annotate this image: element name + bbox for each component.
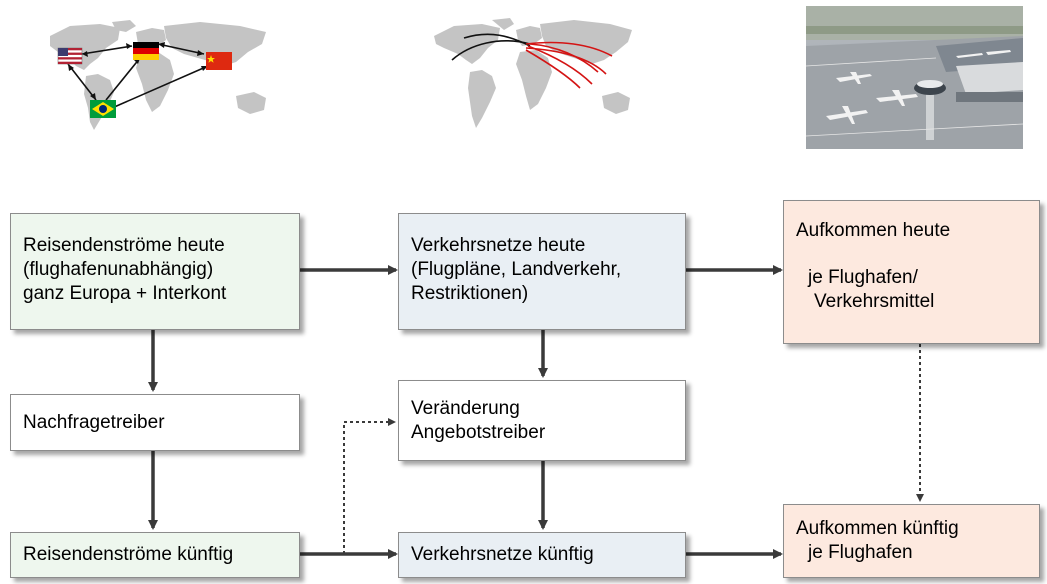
world-map-routes-image [430, 16, 640, 136]
box-verkehrsnetze-heute: Verkehrsnetze heute (Flugpläne, Landverk… [398, 213, 686, 330]
box-nachfragetreiber: Nachfragetreiber [10, 394, 300, 451]
aufkommen-heute-line-2: je Flughafen/ [808, 267, 918, 288]
reisende-heute-line-2: (flughafenunabhängig) [23, 259, 214, 280]
aufkommen-kuenftig-line-2: je Flughafen [808, 542, 913, 563]
aufkommen-heute-line-1: Aufkommen heute [796, 220, 951, 241]
box-verkehrsnetze-kuenftig: Verkehrsnetze künftig [398, 532, 686, 578]
world-map-flags-image [40, 18, 285, 138]
world-map-routes-icon [434, 18, 632, 128]
box-aufkommen-heute: Aufkommen heute je Flughafen/ Verkehrsmi… [783, 200, 1040, 344]
brazil-flag-icon [90, 100, 116, 118]
box-reisendenstroeme-heute: Reisendenströme heute (flughafenunabhäng… [10, 213, 300, 330]
airport-aerial-photo-icon [805, 6, 1024, 149]
aufkommen-kuenftig-line-1: Aufkommen künftig [796, 518, 959, 539]
netze-heute-line-2: (Flugpläne, Landverkehr, [411, 259, 622, 280]
nachfragetreiber-label: Nachfragetreiber [23, 411, 165, 433]
netze-heute-line-1: Verkehrsnetze heute [411, 235, 586, 256]
box-aufkommen-kuenftig: Aufkommen künftig je Flughafen [783, 504, 1040, 578]
dotted-arrow-to-veraenderung [343, 418, 396, 554]
netze-kuenftig-label: Verkehrsnetze künftig [411, 544, 594, 565]
germany-flag-icon [133, 42, 159, 60]
usa-flag-icon [57, 47, 83, 65]
box-veraenderung-angebotstreiber: Veränderung Angebotstreiber [398, 380, 686, 461]
airport-aerial-photo [805, 6, 1024, 149]
box-reisendenstroeme-kuenftig: Reisendenströme künftig [10, 532, 300, 578]
china-flag-icon [206, 52, 232, 70]
world-map-flags-icon [50, 20, 266, 130]
reisende-heute-line-3: ganz Europa + Interkont [23, 283, 227, 304]
aufkommen-heute-line-3: Verkehrsmittel [814, 291, 935, 312]
netze-heute-line-3: Restriktionen) [411, 283, 529, 304]
reisende-heute-line-1: Reisendenströme heute [23, 235, 225, 256]
veraenderung-line-1: Veränderung [411, 398, 520, 419]
veraenderung-line-2: Angebotstreiber [411, 422, 546, 443]
reisende-kuenftig-label: Reisendenströme künftig [23, 544, 234, 565]
